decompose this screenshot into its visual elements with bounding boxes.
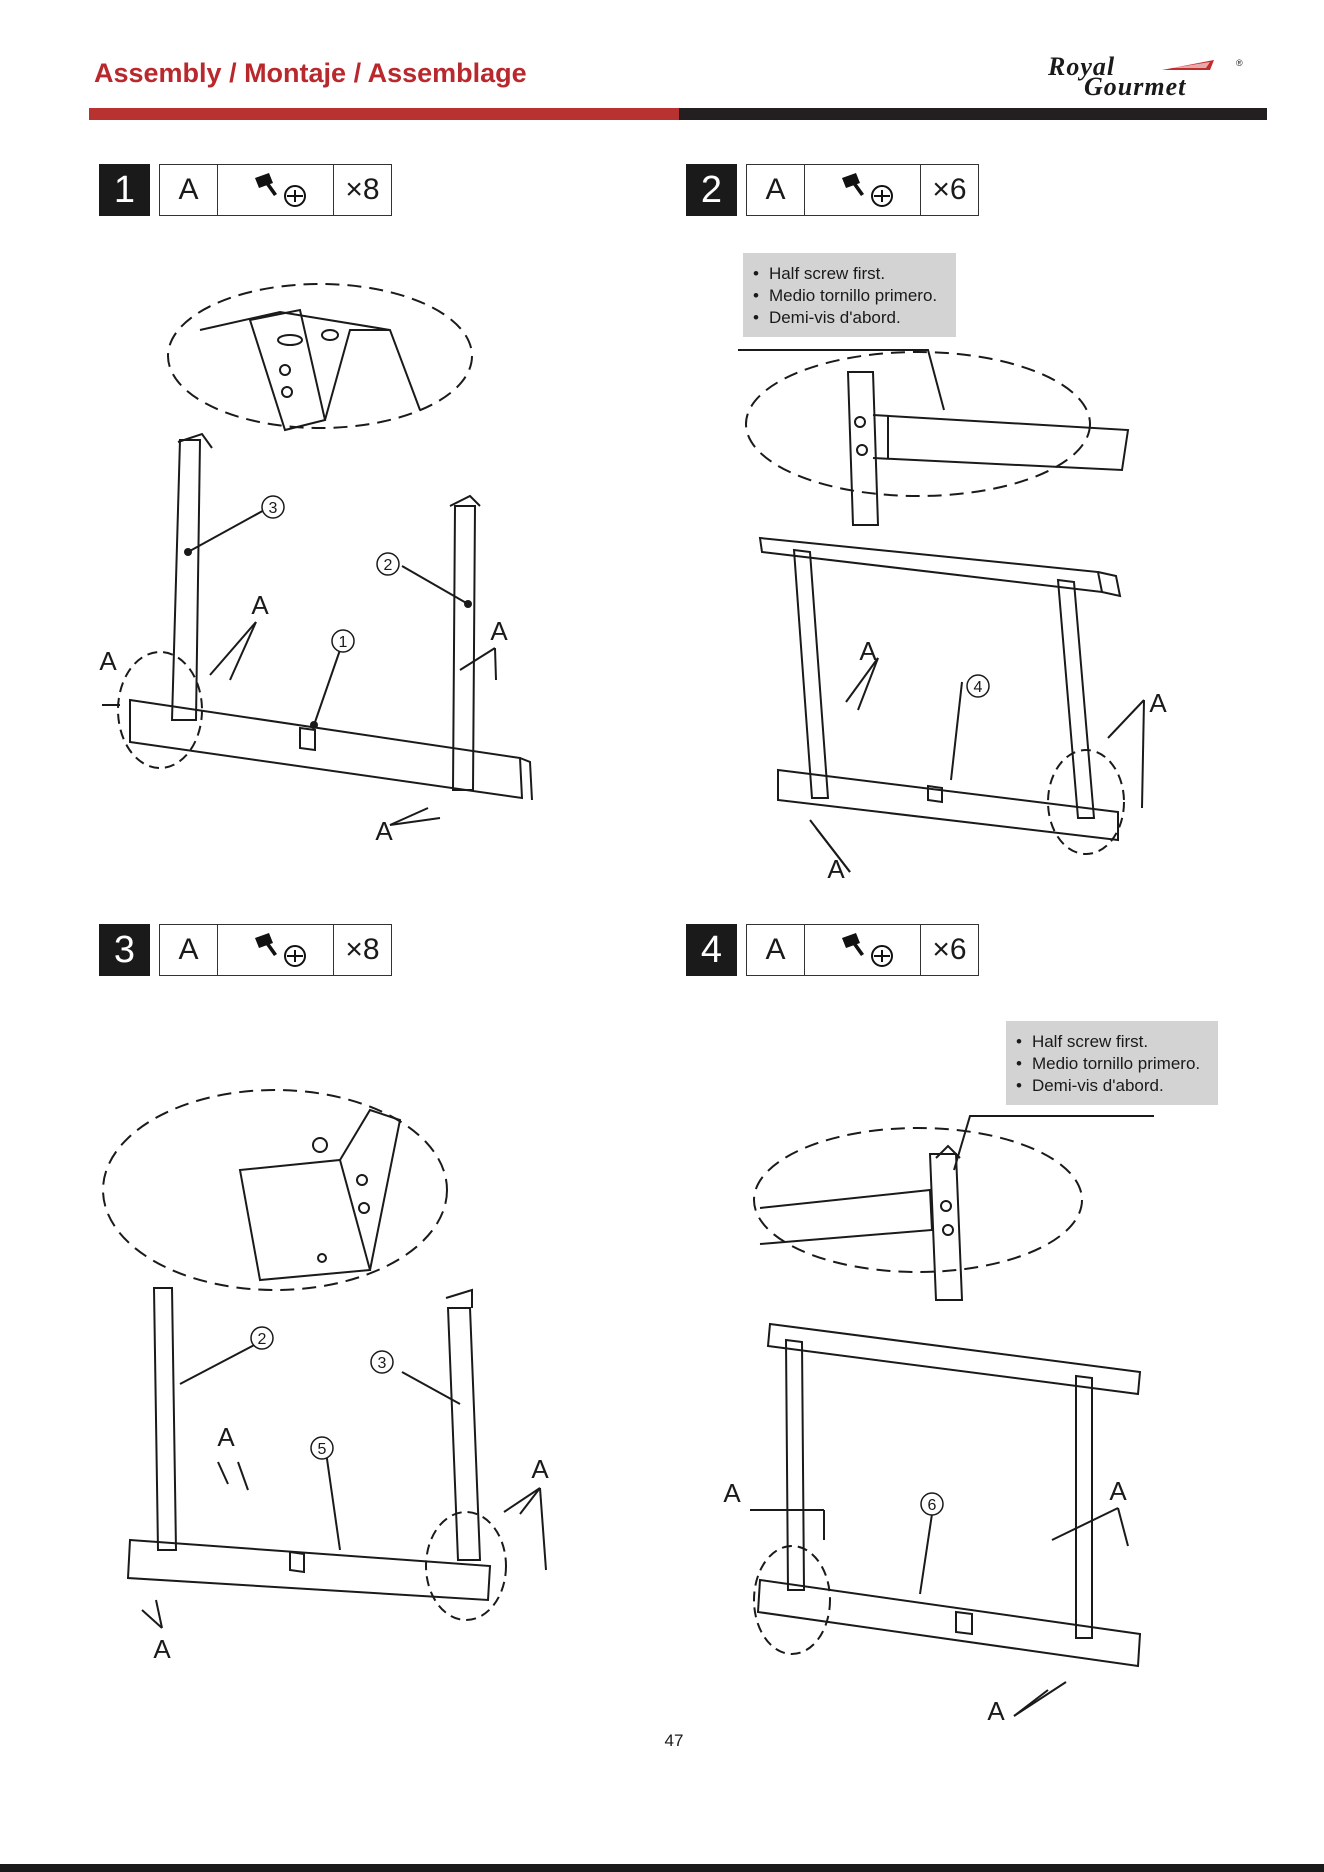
part-a-label: A bbox=[251, 590, 269, 620]
step-number: 4 bbox=[686, 924, 737, 976]
registered-mark: ® bbox=[1236, 58, 1243, 68]
part-a-label: A bbox=[99, 646, 117, 676]
part-a-label: A bbox=[1109, 1476, 1127, 1506]
screw-icon bbox=[805, 925, 921, 975]
callout-3: 3 bbox=[269, 500, 278, 517]
screw-icon bbox=[218, 925, 334, 975]
part-a-label: A bbox=[1149, 688, 1167, 718]
callout-5: 5 bbox=[318, 1441, 327, 1458]
callout-4: 4 bbox=[974, 679, 983, 696]
note-line: Medio tornillo primero. bbox=[753, 285, 946, 307]
header-rule-dark bbox=[679, 108, 1267, 120]
part-a-label: A bbox=[490, 616, 508, 646]
step-4-diagram: 6 A A A bbox=[720, 1110, 1220, 1730]
part-letter: A bbox=[747, 925, 805, 975]
callout-3: 3 bbox=[378, 1355, 387, 1372]
note-line: Half screw first. bbox=[1016, 1031, 1208, 1053]
step-1-header: 1 A ×8 bbox=[99, 164, 392, 216]
quantity: ×6 bbox=[921, 165, 978, 215]
part-a-label: A bbox=[217, 1422, 235, 1452]
brand-name-line2: Gourmet bbox=[1084, 72, 1186, 102]
note-line: Half screw first. bbox=[753, 263, 946, 285]
part-letter: A bbox=[160, 925, 218, 975]
note-line: Medio tornillo primero. bbox=[1016, 1053, 1208, 1075]
note-line: Demi-vis d'abord. bbox=[1016, 1075, 1208, 1097]
part-a-label: A bbox=[531, 1454, 549, 1484]
callout-2: 2 bbox=[258, 1331, 267, 1348]
page-title: Assembly / Montaje / Assemblage bbox=[94, 58, 527, 89]
page-number: 47 bbox=[0, 1731, 1324, 1751]
part-a-label: A bbox=[859, 636, 877, 666]
parts-table: A ×6 bbox=[746, 924, 979, 976]
screw-icon bbox=[218, 165, 334, 215]
callout-2: 2 bbox=[384, 557, 393, 574]
part-a-label: A bbox=[827, 854, 845, 884]
parts-table: A ×8 bbox=[159, 164, 392, 216]
step-4-note: Half screw first. Medio tornillo primero… bbox=[1006, 1021, 1218, 1105]
parts-table: A ×6 bbox=[746, 164, 979, 216]
callout-1: 1 bbox=[339, 634, 348, 651]
step-number: 2 bbox=[686, 164, 737, 216]
part-a-label: A bbox=[987, 1696, 1005, 1726]
step-2-note: Half screw first. Medio tornillo primero… bbox=[743, 253, 956, 337]
part-letter: A bbox=[747, 165, 805, 215]
step-4-header: 4 A ×6 bbox=[686, 924, 979, 976]
screw-icon bbox=[805, 165, 921, 215]
callout-6: 6 bbox=[928, 1497, 937, 1514]
step-3-header: 3 A ×8 bbox=[99, 924, 392, 976]
step-3-diagram: 2 3 5 A A A bbox=[100, 1080, 570, 1670]
step-2-diagram: 4 A A A bbox=[738, 340, 1218, 900]
flame-logo-icon bbox=[1160, 58, 1216, 72]
header-rule-red bbox=[89, 108, 679, 120]
bottom-strip bbox=[0, 1864, 1324, 1872]
step-number: 3 bbox=[99, 924, 150, 976]
part-a-label: A bbox=[723, 1478, 741, 1508]
part-a-label: A bbox=[375, 816, 393, 846]
brand-logo: Royal ® Gourmet bbox=[1040, 54, 1240, 102]
parts-table: A ×8 bbox=[159, 924, 392, 976]
step-number: 1 bbox=[99, 164, 150, 216]
part-a-label: A bbox=[153, 1634, 171, 1664]
step-2-header: 2 A ×6 bbox=[686, 164, 979, 216]
note-line: Demi-vis d'abord. bbox=[753, 307, 946, 329]
quantity: ×8 bbox=[334, 925, 391, 975]
part-letter: A bbox=[160, 165, 218, 215]
quantity: ×8 bbox=[334, 165, 391, 215]
step-1-diagram: 3 2 1 A A A A bbox=[90, 270, 650, 850]
quantity: ×6 bbox=[921, 925, 978, 975]
